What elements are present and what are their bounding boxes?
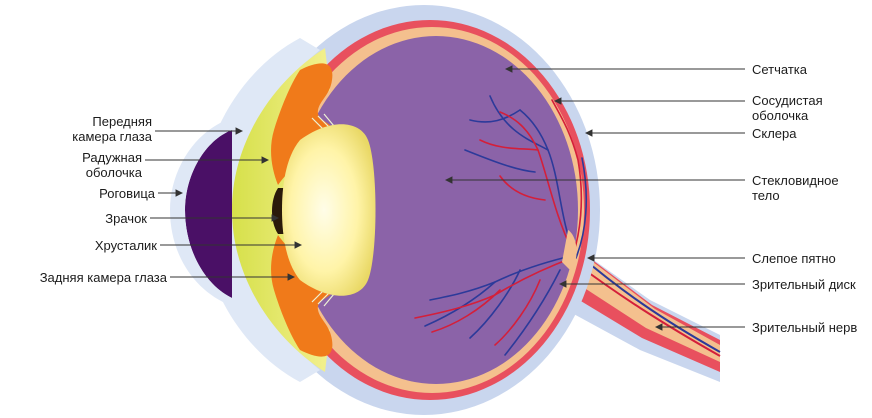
- label-sclera: Склера: [752, 126, 797, 141]
- label-anterior-chamber: Передняя камера глаза: [68, 114, 152, 144]
- label-cornea: Роговица: [70, 186, 155, 201]
- label-optic-disc: Зрительный диск: [752, 277, 856, 292]
- label-vitreous: Стекловидное тело: [752, 173, 839, 203]
- label-optic-nerve: Зрительный нерв: [752, 320, 857, 335]
- label-posterior-chamber: Задняя камера глаза: [2, 270, 167, 285]
- label-choroid: Сосудистая оболочка: [752, 93, 823, 123]
- label-lens: Хрусталик: [60, 238, 157, 253]
- label-pupil: Зрачок: [70, 211, 147, 226]
- lens-shape: [282, 124, 376, 296]
- label-iris: Радужная оболочка: [70, 150, 142, 180]
- label-blind-spot: Слепое пятно: [752, 251, 836, 266]
- label-retina: Сетчатка: [752, 62, 807, 77]
